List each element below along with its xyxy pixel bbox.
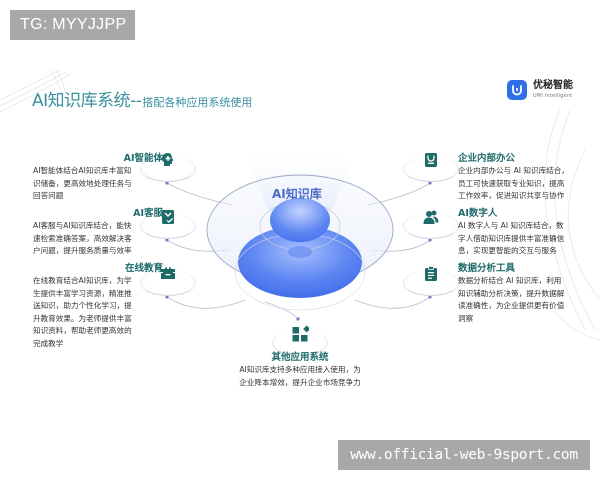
item-desc-line: 工作效率，促进知识共享与协作 [458, 191, 565, 201]
title-sub: 搭配各种应用系统使用 [142, 96, 253, 109]
apps-grid-icon [292, 325, 309, 342]
item-desc-line: 数据分析结合 AI 知识库，利用 [458, 276, 562, 285]
item-desc-line: AI 数字人与 AI 知识库结合，数 [458, 221, 564, 230]
item-desc-line: 速检索准确答案，高效解决客 [33, 233, 132, 243]
item-title: 企业内部办公 [458, 153, 516, 164]
item-title: AI客服 [133, 208, 163, 219]
item-desc-line: 户问题，提升服务质量与效率 [33, 246, 132, 256]
block-digital-human: AI数字人 AI 数字人与 AI 知识库结合，数 字人借助知识库提供丰富准确信 … [458, 207, 588, 258]
item-desc-line: 升教育效果。为老师提供丰富 [33, 313, 132, 323]
item-desc-line: AI客服与AI知识库结合，能快 [33, 221, 132, 230]
node-enterprise-office [403, 148, 459, 188]
item-desc-line: 完成教学 [33, 338, 64, 348]
item-desc-line: 企业降本增效，提升企业市场竞争力 [239, 377, 361, 387]
clipboard-check-icon [162, 210, 174, 224]
watermark-bottom: www.official-web-9sport.com [338, 440, 590, 470]
item-desc-line: 息，实现更智能的交互与服务 [458, 246, 557, 256]
node-ai-service [140, 205, 196, 245]
block-ai-service: AI客服 AI客服与AI知识库结合，能快 速检索准确答案，高效解决客 户问题，提… [33, 207, 163, 258]
block-data-analysis: 数据分析工具 数据分析结合 AI 知识库，利用 知识辅助分析决策，提升数据解 读… [458, 262, 590, 325]
office-badge-icon [425, 153, 437, 167]
item-desc-line: 送知识，助力个性化学习，提 [33, 301, 132, 311]
block-online-education: 在线教育 在线教育结合AI知识库，为学 生提供丰富学习资源，精准推 送知识，助力… [33, 262, 163, 351]
node-digital-human [403, 205, 459, 245]
brand-subtitle: UMI Intelligent [533, 93, 573, 99]
brand-name: 优秘智能 [533, 80, 573, 91]
item-desc-line: 知识辅助分析决策，提升数据解 [458, 288, 565, 298]
page-title: AI知识库系统-- 搭配各种应用系统使用 [32, 86, 253, 111]
item-title: AI智能体 [123, 153, 163, 164]
item-desc-line: 员工可快速获取专业知识，提高 [458, 178, 565, 188]
item-desc-line: 知识资料，帮助老师更高效的 [33, 326, 132, 336]
node-data-analysis [403, 262, 459, 302]
u-magnet-icon [507, 80, 527, 100]
item-desc-line: AI智能体结合AI知识库丰富知 [33, 166, 132, 175]
item-desc-line: 读准确性，为企业提供更有价值 [458, 301, 565, 311]
block-enterprise-office: 企业内部办公 企业内部办公与 AI 知识库结合， 员工可快速获取专业知识，提高 … [458, 152, 588, 203]
item-desc-line: 生提供丰富学习资源，精准推 [33, 288, 132, 298]
item-title: 数据分析工具 [458, 263, 516, 274]
node-ai-agent [140, 148, 196, 188]
clipboard-list-icon [425, 266, 437, 281]
item-desc-line: 在线教育结合AI知识库，为学 [33, 276, 132, 285]
watermark-top: TG: MYYJJPP [10, 10, 135, 40]
item-desc-line: AI知识库支持多种应用接入使用，为 [239, 365, 361, 374]
title-main: AI知识库系统-- [32, 91, 142, 111]
brand-logo-block: 优秘智能 UMI Intelligent [507, 80, 573, 100]
block-other-systems: 其他应用系统 AI知识库支持多种应用接入使用，为 企业降本增效，提升企业市场竞争… [230, 351, 370, 389]
node-online-education [140, 262, 196, 302]
item-title: 其他应用系统 [271, 352, 329, 363]
book-open-icon [161, 267, 175, 279]
center-label: AI知识库 [272, 187, 322, 201]
block-ai-agent: AI智能体 AI智能体结合AI知识库丰富知 识储备，更高效地处理任务与 回答问题 [33, 152, 163, 203]
item-desc-line: 洞察 [458, 313, 474, 323]
item-desc-line: 识储备，更高效地处理任务与 [33, 178, 132, 188]
item-desc-line: 企业内部办公与 AI 知识库结合， [458, 166, 569, 175]
brain-head-icon [162, 153, 174, 166]
item-desc-line: 字人借助知识库提供丰富准确信 [458, 233, 565, 243]
node-other-systems [272, 322, 328, 362]
item-title: AI数字人 [458, 208, 498, 219]
users-icon [423, 210, 439, 224]
item-title: 在线教育 [124, 263, 163, 274]
item-desc-line: 回答问题 [33, 191, 64, 201]
